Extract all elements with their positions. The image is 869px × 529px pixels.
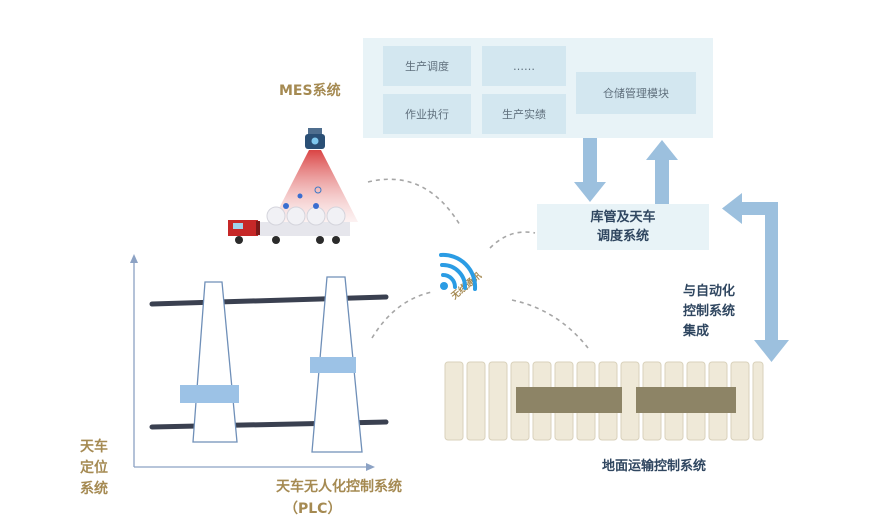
mes-cell-actual[interactable]: 生产实绩: [482, 94, 566, 134]
arc-wireless-dispatch: [489, 231, 536, 249]
crane-bridge-1: [180, 281, 239, 443]
positioning-axes: [130, 254, 375, 471]
scan-beam: [272, 150, 358, 222]
arrow-mes-to-dispatch: [574, 138, 606, 202]
mes-system-label: MES系统: [279, 83, 341, 99]
roller-conveyor: [444, 361, 764, 441]
mes-cell-warehouse-label: 仓储管理模块: [603, 87, 669, 100]
communication-arcs: [367, 178, 589, 349]
unmanned-control-label: 天车无人化控制系统 （PLC）: [276, 476, 402, 520]
wifi-icon: [439, 252, 478, 291]
positioning-line1: 天车: [80, 439, 108, 455]
mes-cell-scheduling[interactable]: 生产调度: [383, 46, 471, 86]
crane-bridge-2: [310, 276, 363, 453]
automation-line2: 控制系统: [683, 304, 736, 319]
dispatch-line1: 库管及天车: [590, 210, 656, 225]
dispatch-line2: 调度系统: [596, 229, 649, 244]
mes-cell-scheduling-label: 生产调度: [405, 60, 449, 73]
automation-line3: 集成: [683, 324, 710, 339]
slab-2: [636, 387, 736, 413]
slab-1: [516, 387, 622, 413]
mes-cell-warehouse[interactable]: 仓储管理模块: [576, 72, 696, 114]
arc-wireless-ground: [511, 299, 589, 349]
scan-target-icon: [314, 186, 322, 194]
arc-mes-wireless: [367, 178, 461, 226]
automation-integration-label: 与自动化 控制系统 集成: [683, 282, 735, 342]
camera-icon: [305, 128, 325, 149]
mes-cell-execution[interactable]: 作业执行: [383, 94, 471, 134]
unmanned-line1: 天车无人化控制系统: [276, 479, 402, 495]
arrow-dispatch-to-mes: [646, 140, 678, 204]
mes-cell-actual-label: 生产实绩: [502, 108, 546, 121]
truck-icon: [228, 193, 350, 244]
mes-cell-ellipsis-label: ……: [513, 59, 535, 73]
positioning-line3: 系统: [80, 481, 108, 497]
mes-cell-ellipsis[interactable]: ……: [482, 46, 566, 86]
positioning-system-label: 天车 定位 系统: [80, 437, 108, 500]
unmanned-line2: （PLC）: [284, 501, 342, 517]
mes-cell-execution-label: 作业执行: [405, 108, 449, 121]
ground-transport-label: 地面运输控制系统: [602, 459, 707, 474]
arc-crane-wireless: [371, 291, 433, 339]
dispatch-system-box[interactable]: 库管及天车 调度系统: [537, 204, 709, 250]
automation-integration-arrow: [722, 193, 789, 362]
positioning-line2: 定位: [80, 460, 108, 476]
automation-line1: 与自动化: [683, 284, 736, 299]
